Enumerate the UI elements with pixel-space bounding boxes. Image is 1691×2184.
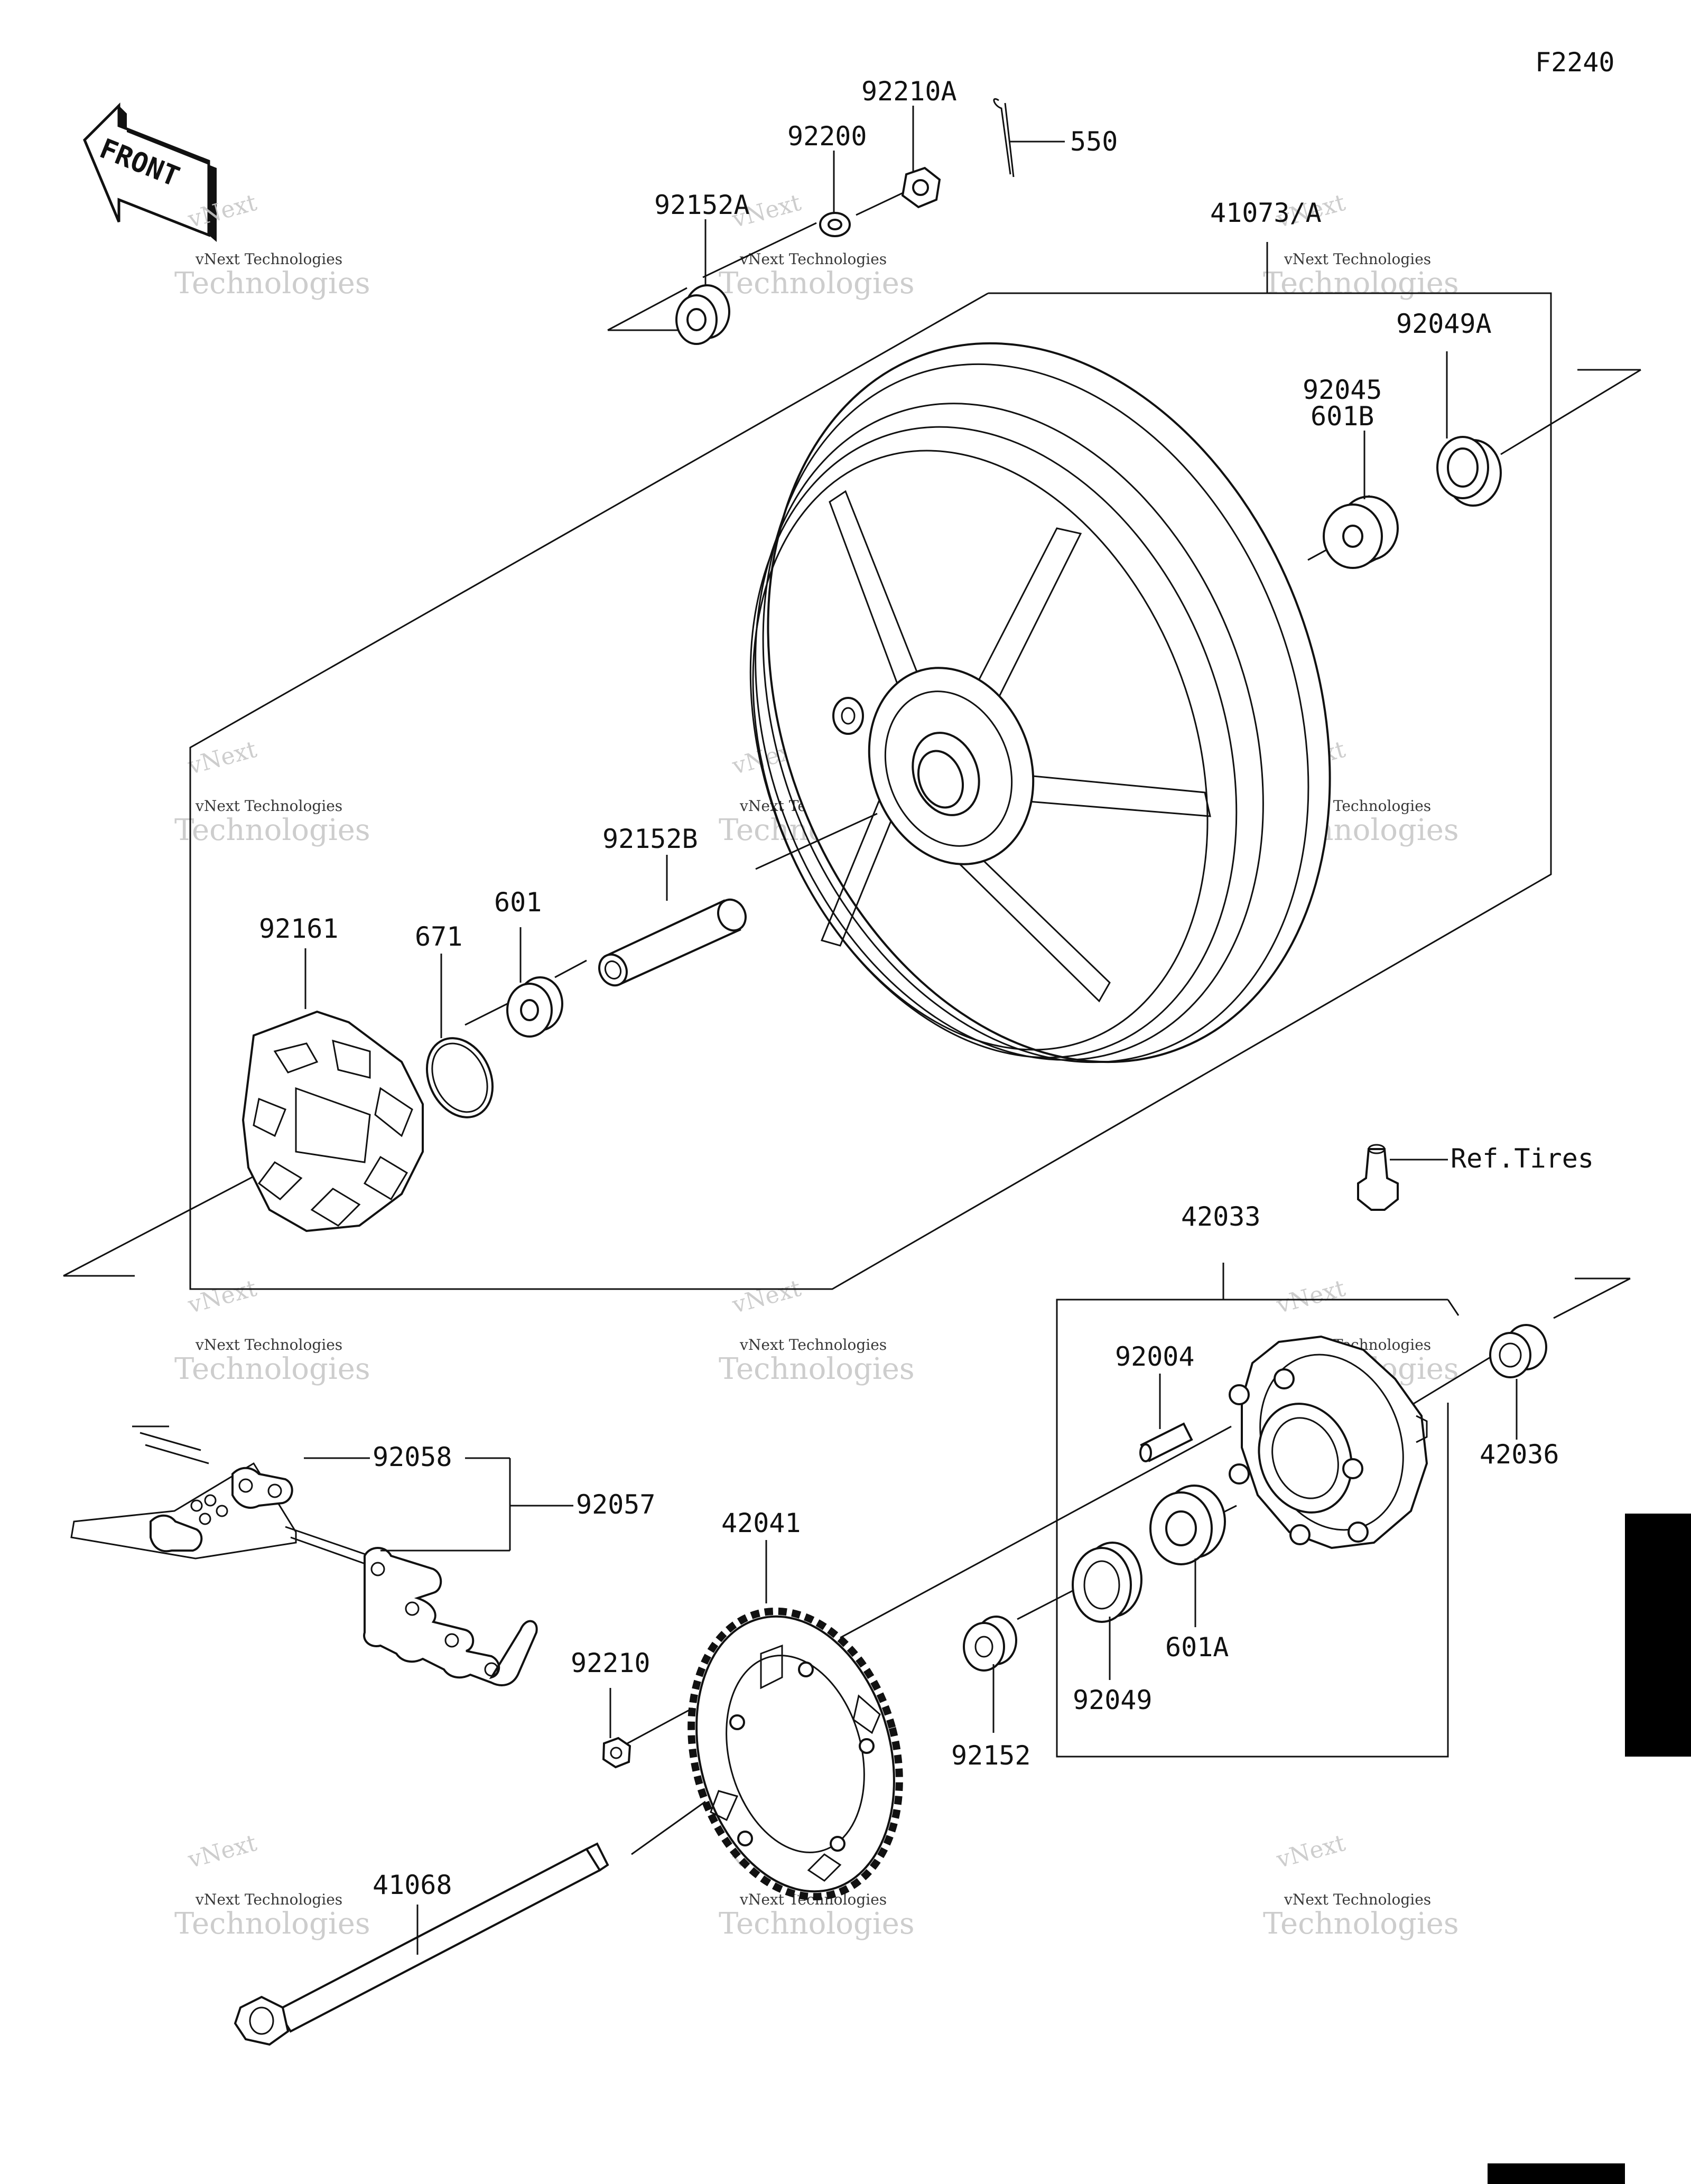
part-92058[interactable]	[70, 1425, 297, 1560]
footer-block	[1488, 2163, 1625, 2184]
callout-labels: 92210A 550 92200 92152A 41073/A 92045 60…	[259, 76, 1594, 1900]
watermark-logo: vNext	[729, 1275, 804, 1319]
part-92210A[interactable]	[901, 166, 941, 209]
callout-92200: 92200	[787, 121, 867, 152]
watermark-text: vNext Technologies	[739, 1336, 887, 1354]
callout-42033: 42033	[1181, 1201, 1261, 1232]
watermark-logo: vNext	[1274, 1830, 1349, 1874]
watermark-big: Technologies	[719, 1352, 915, 1386]
callout-42041: 42041	[721, 1508, 801, 1538]
part-92152A[interactable]	[675, 284, 730, 345]
callout-671: 671	[415, 921, 462, 952]
part-92210[interactable]	[602, 1737, 631, 1769]
callout-reftires: Ref.Tires	[1451, 1143, 1594, 1174]
rear-wheel[interactable]	[666, 264, 1426, 1141]
part-42033[interactable]	[1229, 1334, 1428, 1550]
watermark-text: vNext Technologies	[195, 1891, 342, 1908]
part-671[interactable]	[414, 1028, 505, 1128]
callout-92152: 92152	[951, 1740, 1031, 1771]
part-550[interactable]	[993, 98, 1015, 178]
part-92049[interactable]	[1072, 1542, 1142, 1623]
part-92152B[interactable]	[594, 895, 751, 990]
watermark-big: Technologies	[174, 813, 370, 847]
watermark-big: Technologies	[174, 1352, 370, 1386]
watermark-text: vNext Technologies	[739, 250, 887, 268]
watermark-logo: vNext	[1274, 1275, 1349, 1319]
part-92161[interactable]	[241, 1010, 424, 1233]
callout-92049A: 92049A	[1396, 309, 1492, 339]
leader-lines	[304, 106, 1518, 1955]
part-92200[interactable]	[819, 212, 851, 237]
part-92057[interactable]	[285, 1526, 538, 1686]
callout-550: 550	[1070, 126, 1118, 157]
callout-92161: 92161	[259, 913, 339, 944]
watermark-big: Technologies	[719, 1907, 915, 1941]
part-92004[interactable]	[1139, 1422, 1193, 1462]
watermark-logo: vNext	[185, 1275, 260, 1319]
watermark-text: vNext Technologies	[1284, 1891, 1431, 1908]
watermark-big: Technologies	[1263, 1907, 1459, 1941]
callout-41068: 41068	[373, 1870, 452, 1900]
watermark-text: vNext Technologies	[195, 250, 342, 268]
callout-92210: 92210	[571, 1648, 651, 1678]
callout-92045: 92045	[1303, 375, 1382, 405]
callout-92049: 92049	[1073, 1685, 1153, 1715]
callout-601A: 601A	[1165, 1632, 1229, 1663]
hub-assembly-frame	[1056, 1263, 1460, 1758]
part-601[interactable]	[506, 976, 563, 1038]
callout-92057: 92057	[576, 1489, 656, 1520]
tire-valve-icon[interactable]	[1357, 1144, 1448, 1211]
watermark-text: vNext Technologies	[195, 797, 342, 815]
callout-601: 601	[494, 887, 542, 918]
watermark-text: vNext Technologies	[195, 1336, 342, 1354]
part-41068[interactable]	[234, 1842, 609, 2046]
part-92045-601B[interactable]	[1323, 494, 1399, 569]
watermark-big: Technologies	[719, 266, 915, 301]
watermark-text: vNext Technologies	[1284, 250, 1431, 268]
part-92152[interactable]	[963, 1616, 1017, 1672]
watermark-logo: vNext	[185, 736, 260, 780]
watermark-logo: vNext	[185, 1830, 260, 1874]
part-92049A[interactable]	[1436, 436, 1502, 507]
callout-92210A: 92210A	[861, 76, 957, 107]
callout-601B: 601B	[1311, 401, 1374, 432]
page-tab	[1625, 1514, 1691, 1757]
callout-92152A: 92152A	[654, 190, 750, 220]
callout-92004: 92004	[1115, 1341, 1195, 1372]
figure-code: F2240	[1535, 47, 1615, 78]
part-601A[interactable]	[1149, 1485, 1226, 1565]
wheel-assembly-frame	[189, 242, 1552, 1290]
callout-42036: 42036	[1480, 1439, 1559, 1470]
watermark-big: Technologies	[1263, 266, 1459, 301]
callout-92152B: 92152B	[602, 824, 698, 854]
callout-41073A: 41073/A	[1210, 198, 1322, 228]
watermark-big: Technologies	[174, 1907, 370, 1941]
part-42041[interactable]	[661, 1588, 930, 1920]
callout-92058: 92058	[373, 1442, 452, 1472]
watermark-big: Technologies	[174, 266, 370, 301]
part-42036[interactable]	[1489, 1324, 1547, 1378]
